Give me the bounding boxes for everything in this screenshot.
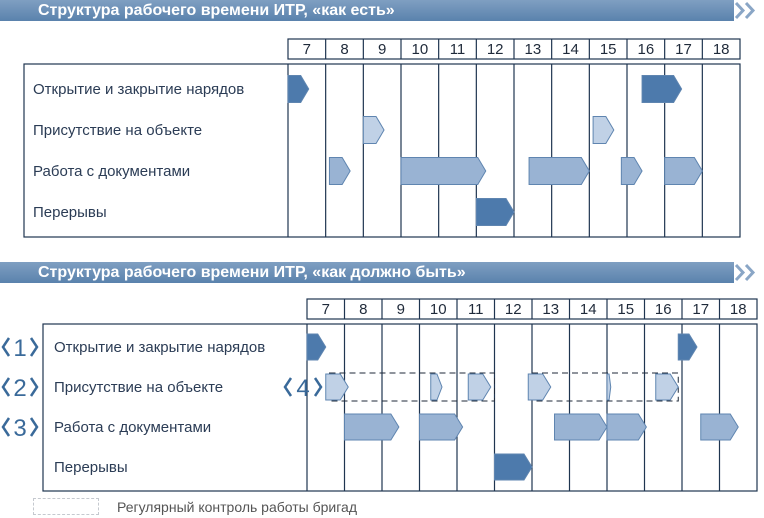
gantt-bar bbox=[306, 333, 327, 361]
svg-text:2: 2 bbox=[13, 375, 26, 402]
section-banner-to-be: Структура рабочего времени ИТР, «как дол… bbox=[0, 262, 764, 283]
section-title-to-be: Структура рабочего времени ИТР, «как дол… bbox=[38, 264, 466, 281]
row-label: Открытие и закрытие нарядов bbox=[54, 339, 265, 356]
hour-label: 12 bbox=[505, 301, 522, 318]
marker-1: 1 bbox=[1, 335, 39, 362]
hour-labels-to-be: 7 8 9 10 11 12 13 14 15 16 17 18 bbox=[322, 301, 747, 318]
section-title-as-is: Структура рабочего времени ИТР, «как ест… bbox=[38, 2, 395, 19]
gantt-bar bbox=[664, 157, 703, 185]
hour-label: 17 bbox=[692, 301, 709, 318]
gantt-bar bbox=[592, 116, 615, 144]
row-label: Работа с документами bbox=[54, 419, 211, 436]
gantt-bar bbox=[620, 157, 643, 185]
row-label: Присутствие на объекте bbox=[54, 379, 223, 396]
hour-label: 16 bbox=[637, 41, 654, 58]
row-label: Перерывы bbox=[54, 459, 128, 476]
double-chevron-icon bbox=[734, 1, 756, 20]
row-label: Открытие и закрытие нарядов bbox=[33, 81, 244, 98]
legend-swatch-dashed bbox=[33, 498, 99, 515]
hour-label: 7 bbox=[303, 41, 311, 58]
svg-text:1: 1 bbox=[13, 335, 26, 362]
banner-bar bbox=[0, 262, 734, 283]
marker-4: 4 bbox=[283, 375, 323, 402]
hour-label: 10 bbox=[411, 41, 428, 58]
gantt-bar bbox=[527, 373, 552, 401]
gantt-bar bbox=[430, 373, 443, 401]
gantt-bar bbox=[325, 373, 349, 401]
gantt-bar bbox=[554, 413, 608, 441]
bars-to-be bbox=[306, 333, 739, 481]
hour-label: 7 bbox=[322, 301, 330, 318]
hour-label: 13 bbox=[524, 41, 541, 58]
hour-labels-as-is: 7 8 9 10 11 12 13 14 15 16 17 18 bbox=[303, 41, 730, 58]
row-label: Работа с документами bbox=[33, 163, 190, 180]
banner-bar bbox=[0, 0, 734, 21]
hour-label: 15 bbox=[600, 41, 617, 58]
double-chevron-icon bbox=[734, 263, 756, 282]
svg-text:3: 3 bbox=[13, 415, 26, 442]
hour-label: 11 bbox=[450, 41, 466, 58]
gantt-bar bbox=[400, 157, 487, 185]
hour-label: 13 bbox=[542, 301, 559, 318]
svg-text:4: 4 bbox=[296, 375, 309, 402]
gantt-bar bbox=[494, 453, 533, 481]
section-banner-as-is: Структура рабочего времени ИТР, «как ест… bbox=[0, 0, 764, 21]
hour-label: 18 bbox=[730, 301, 747, 318]
gantt-bar bbox=[362, 116, 385, 144]
row-label: Присутствие на объекте bbox=[33, 122, 202, 139]
body-frame-as-is bbox=[23, 63, 741, 238]
hour-label: 8 bbox=[340, 41, 348, 58]
hour-label: 14 bbox=[580, 301, 597, 318]
hour-label: 11 bbox=[468, 301, 484, 318]
hour-label: 15 bbox=[617, 301, 634, 318]
body-frame-to-be bbox=[42, 323, 758, 492]
gantt-bar bbox=[700, 413, 739, 441]
hour-label: 8 bbox=[359, 301, 367, 318]
hour-label: 10 bbox=[430, 301, 447, 318]
gantt-bar bbox=[528, 157, 590, 185]
gantt-bar bbox=[641, 75, 683, 103]
legend-label: Регулярный контроль работы бригад bbox=[117, 499, 357, 515]
hour-label: 17 bbox=[675, 41, 692, 58]
gantt-bar bbox=[655, 373, 679, 401]
gantt-bar bbox=[677, 333, 698, 361]
marker-3: 3 bbox=[1, 415, 39, 442]
bars-as-is bbox=[287, 75, 703, 226]
gantt-bar bbox=[419, 413, 464, 441]
gantt-bar bbox=[287, 75, 310, 103]
hour-label: 9 bbox=[378, 41, 386, 58]
hour-label: 9 bbox=[397, 301, 405, 318]
gantt-bar bbox=[475, 198, 515, 226]
row-label: Перерывы bbox=[33, 204, 107, 221]
gantt-bar bbox=[606, 413, 647, 441]
hour-label: 18 bbox=[713, 41, 730, 58]
gantt-bar bbox=[467, 373, 492, 401]
gantt-bar bbox=[344, 413, 400, 441]
hour-label: 16 bbox=[655, 301, 672, 318]
gantt-bar bbox=[328, 157, 351, 185]
hour-label: 12 bbox=[487, 41, 504, 58]
marker-2: 2 bbox=[1, 375, 39, 402]
gantt-bar bbox=[606, 373, 612, 401]
hour-label: 14 bbox=[562, 41, 579, 58]
